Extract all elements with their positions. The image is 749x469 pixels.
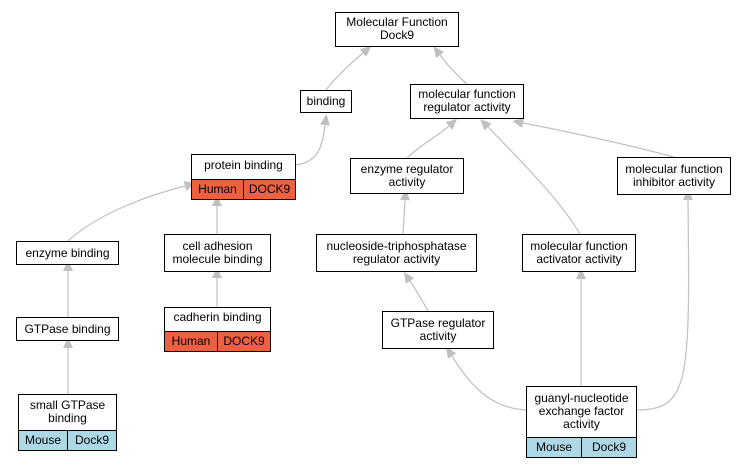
edge-arrowhead — [433, 46, 445, 58]
edge-arrowhead — [445, 118, 458, 130]
node-label: enzyme binding — [25, 246, 110, 260]
node-label: binding — [306, 94, 346, 108]
gene-label: Dock9 — [67, 431, 116, 450]
node-label: small GTPase binding — [29, 398, 106, 425]
node-label: enzyme regulator activity — [360, 162, 454, 189]
edge-molecular-function-regulator-activity-to-molecular-function-dock9 — [439, 54, 468, 85]
species-label: Mouse — [535, 440, 573, 454]
node-label: molecular function inhibitor activity — [625, 162, 723, 189]
annotation-tag: Mouse Dock9 — [526, 437, 637, 458]
node-cell-adhesion-molecule-binding[interactable]: cell adhesion molecule binding — [164, 234, 271, 272]
node-gtpase-binding[interactable]: GTPase binding — [16, 317, 119, 341]
node-label: GTPase binding — [24, 322, 111, 336]
node-label: molecular function regulator activity — [418, 87, 516, 114]
node-label: cell adhesion molecule binding — [172, 239, 263, 266]
node-nucleoside-triphosphatase-regulator-activity[interactable]: nucleoside-triphosphatase regulator acti… — [316, 234, 477, 272]
node-label: GTPase regulator activity — [390, 316, 486, 343]
node-label: molecular function activator activity — [530, 239, 628, 266]
edge-arrowhead — [403, 271, 415, 284]
edge-arrowhead — [212, 195, 222, 206]
node-gtpase-regulator-activity[interactable]: GTPase regulator activity — [382, 311, 494, 349]
edge-arrowhead — [480, 119, 492, 131]
node-small-gtpase-binding[interactable]: small GTPase binding Mouse Dock9 — [18, 394, 117, 451]
edge-gtpase-regulator-activity-to-nucleoside-triphosphatase-regulator-activity — [409, 280, 429, 312]
edge-binding-to-molecular-function-dock9 — [325, 52, 364, 91]
edge-nucleoside-triphosphatase-regulator-activity-to-enzyme-regulator-activity — [402, 199, 406, 235]
node-molecular-function-regulator-activity[interactable]: molecular function regulator activity — [410, 84, 524, 119]
gene-label: Dock9 — [581, 438, 636, 457]
node-label: Molecular Function Dock9 — [346, 15, 448, 42]
node-molecular-function-activator-activity[interactable]: molecular function activator activity — [522, 234, 636, 272]
edge-arrowhead — [446, 346, 457, 359]
gene-label: DOCK9 — [243, 180, 295, 199]
edge-arrowhead — [400, 189, 410, 201]
edge-arrowhead — [63, 260, 73, 271]
annotation-tag: Human DOCK9 — [191, 179, 296, 200]
node-label: nucleoside-triphosphatase regulator acti… — [326, 239, 467, 266]
node-cadherin-binding[interactable]: cadherin binding Human DOCK9 — [164, 307, 271, 352]
edge-guanyl-nucleotide-exchange-factor-activity-to-molecular-function-inhibitor-activity — [636, 199, 690, 411]
annotation-tag: Mouse Dock9 — [18, 430, 117, 451]
node-molecular-function-inhibitor-activity[interactable]: molecular function inhibitor activity — [617, 157, 731, 195]
node-enzyme-regulator-activity[interactable]: enzyme regulator activity — [350, 158, 464, 194]
edge-molecular-function-inhibitor-activity-to-molecular-function-regulator-activity — [522, 122, 675, 158]
edge-arrowhead — [320, 114, 330, 126]
gene-label: DOCK9 — [217, 332, 270, 351]
species-label: Human — [198, 182, 237, 196]
edge-arrowhead — [359, 45, 372, 57]
node-protein-binding[interactable]: protein binding Human DOCK9 — [191, 154, 296, 200]
species-label: Human — [171, 334, 211, 348]
species-label: Mouse — [24, 433, 62, 447]
edge-arrowhead — [512, 118, 524, 128]
edge-arrowhead — [212, 267, 222, 278]
annotation-tag: Human DOCK9 — [164, 331, 271, 352]
node-label: cadherin binding — [173, 310, 262, 324]
node-enzyme-binding[interactable]: enzyme binding — [16, 241, 119, 265]
edge-protein-binding-to-binding — [295, 124, 326, 166]
node-label: guanyl-nucleotide exchange factor activi… — [534, 391, 629, 431]
edge-enzyme-regulator-activity-to-molecular-function-regulator-activity — [406, 125, 450, 159]
node-binding[interactable]: binding — [300, 90, 352, 113]
node-molecular-function-dock9[interactable]: Molecular Function Dock9 — [335, 12, 459, 47]
edge-molecular-function-activator-activity-to-molecular-function-regulator-activity — [487, 126, 581, 235]
node-guanyl-nucleotide-exchange-factor-activity[interactable]: guanyl-nucleotide exchange factor activi… — [526, 386, 637, 458]
edge-arrowhead — [63, 337, 73, 348]
node-label: protein binding — [204, 158, 283, 172]
edge-enzyme-binding-to-protein-binding — [67, 185, 186, 242]
edge-arrowhead — [576, 268, 586, 279]
edge-guanyl-nucleotide-exchange-factor-activity-to-gtpase-regulator-activity — [451, 355, 527, 411]
